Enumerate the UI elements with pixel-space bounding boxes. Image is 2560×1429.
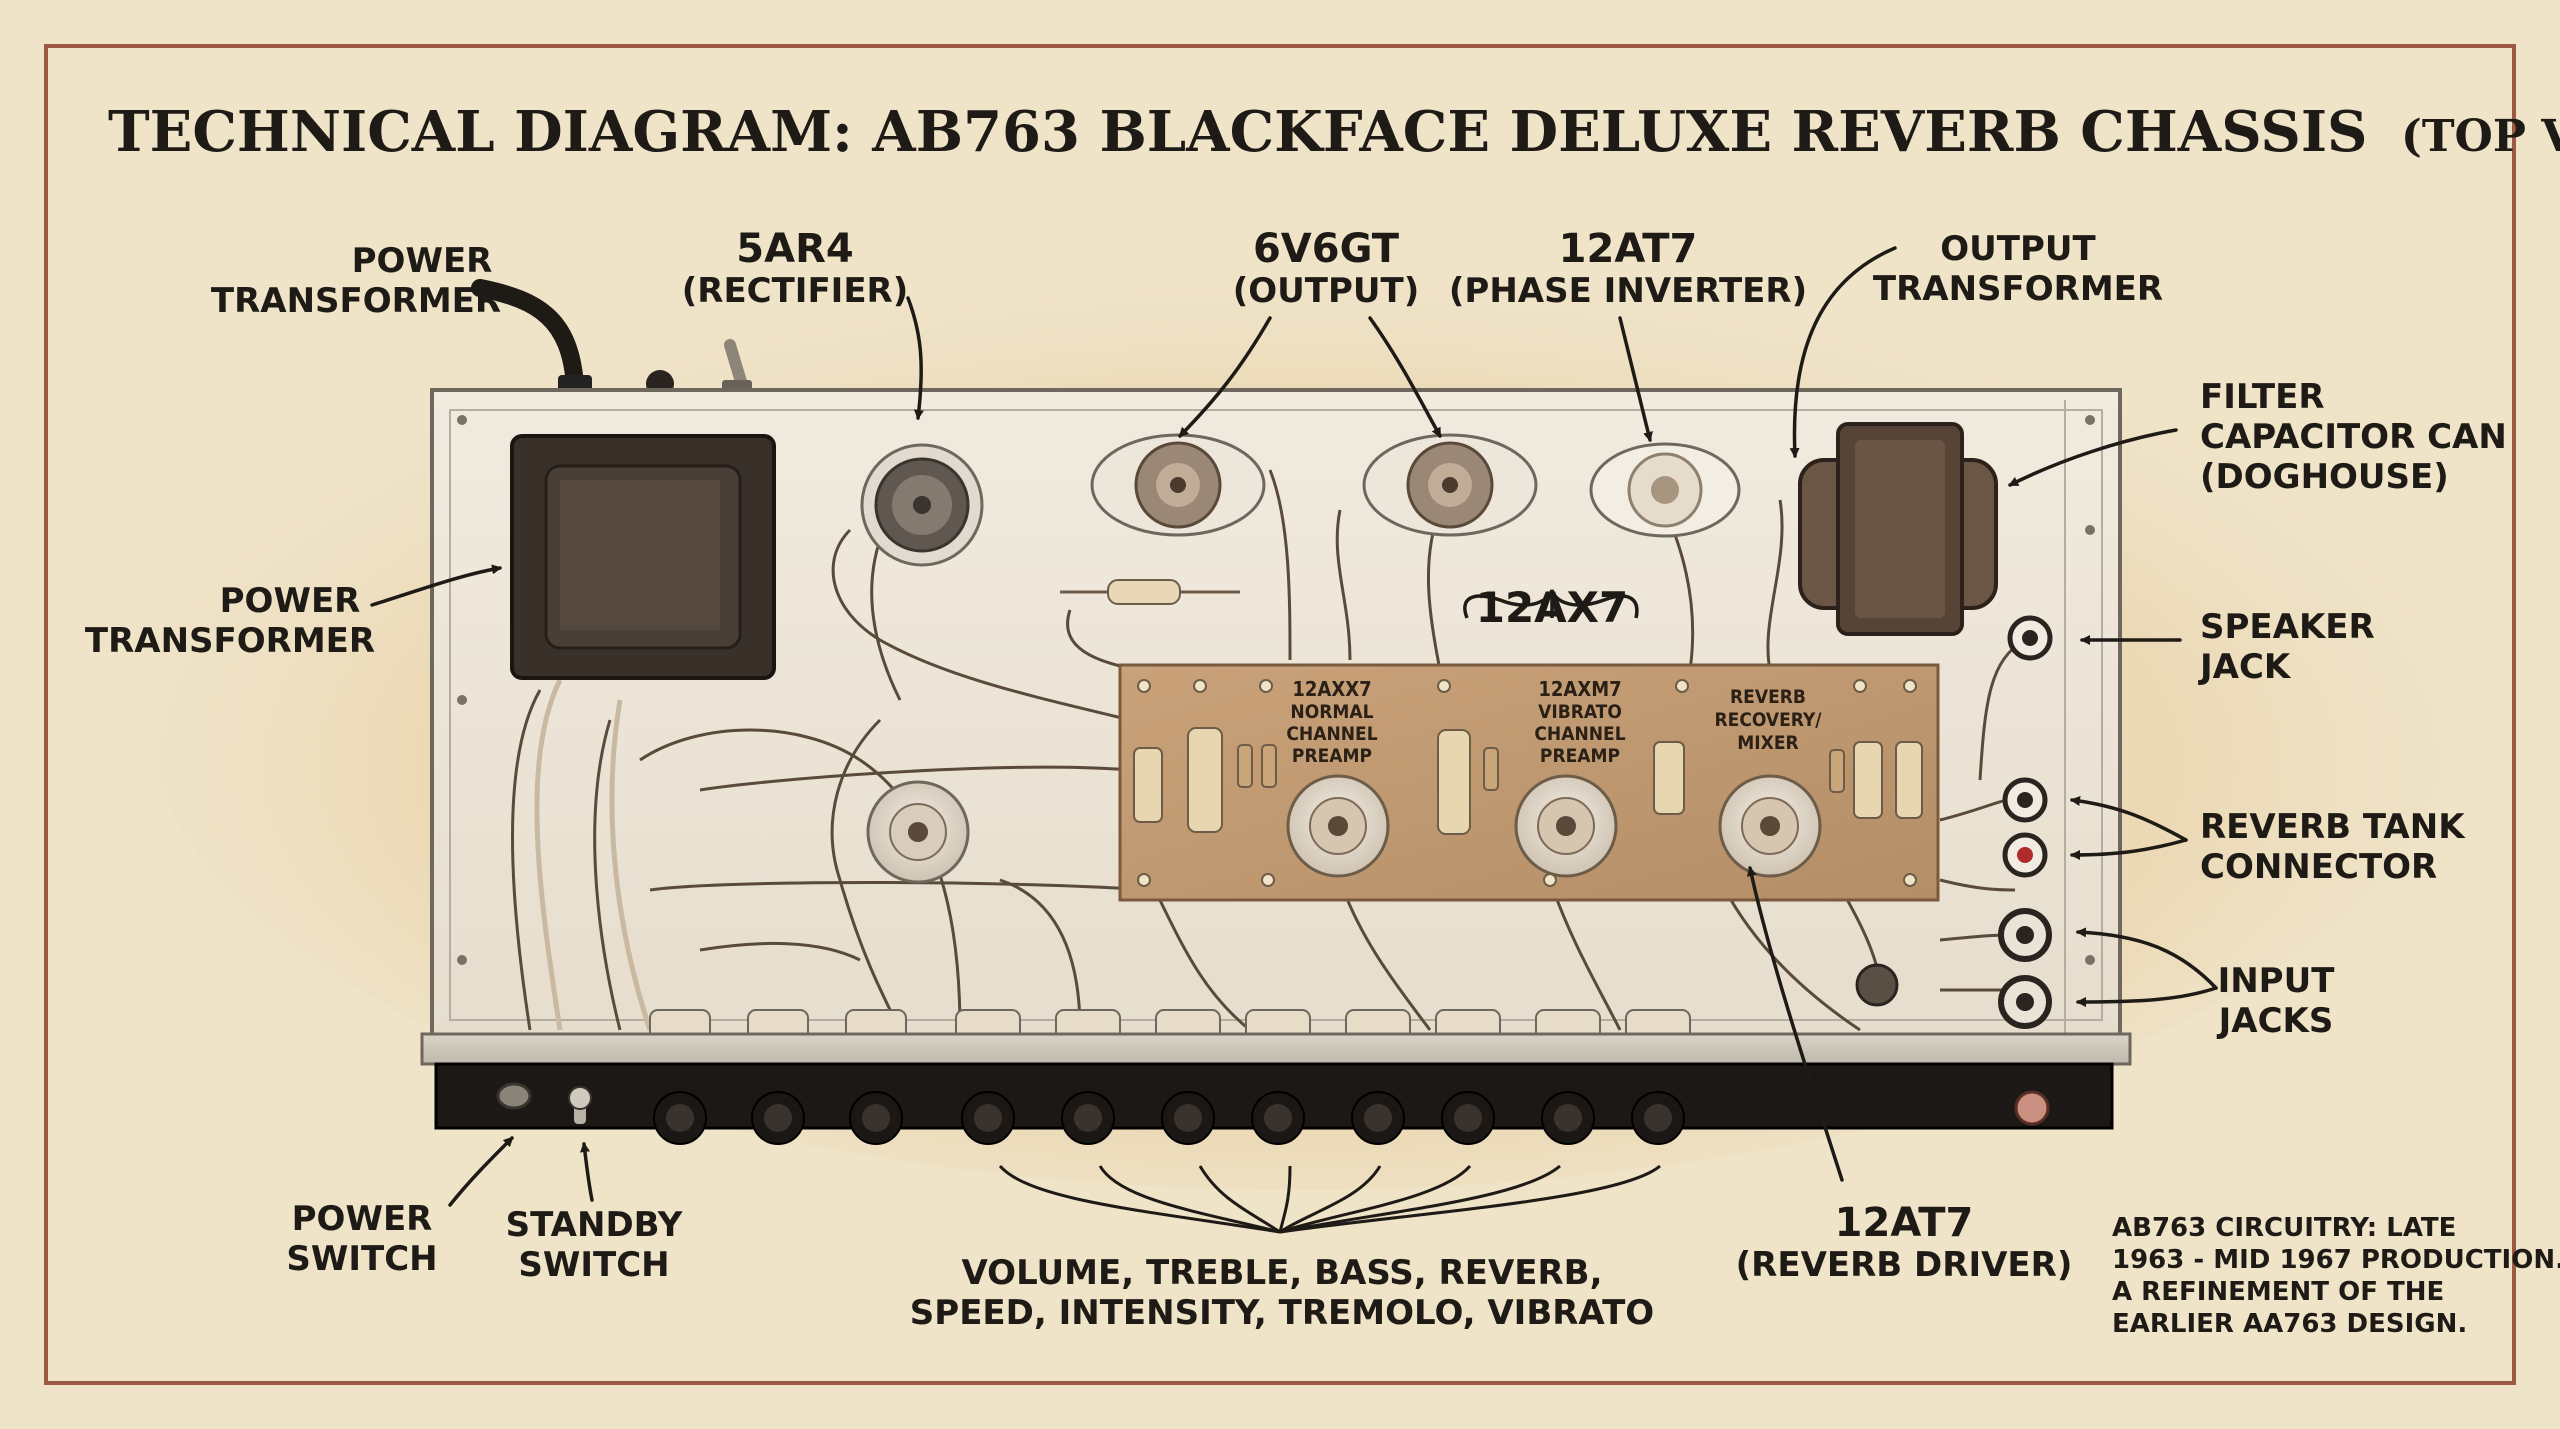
board-label-normal-tube: 12AXX7 (1292, 677, 1371, 701)
knob[interactable] (1541, 1091, 1595, 1145)
label-controls-2: SPEED, INTENSITY, TREMOLO, VIBRATO (910, 1293, 1654, 1333)
phase-inverter-tube-socket (1589, 442, 1741, 538)
screw (2085, 525, 2095, 535)
screw (2085, 415, 2095, 425)
board-label-recovery: RECOVERY/ (1714, 709, 1822, 731)
power-cord (471, 279, 584, 394)
ground-switch (724, 339, 748, 391)
label-rectifier: (RECTIFIER) (682, 271, 909, 311)
output-tube-socket-2 (1362, 433, 1538, 537)
reverb-out-jack (2002, 777, 2048, 823)
knob[interactable] (1251, 1091, 1305, 1145)
screw (2085, 955, 2095, 965)
label-reverb-tank-1: REVERB TANK (2200, 807, 2466, 847)
label-speaker-jack-2: JACK (2198, 647, 2292, 687)
label-phase-inverter: (PHASE INVERTER) (1449, 271, 1807, 311)
knob[interactable] (1441, 1091, 1495, 1145)
screw (457, 415, 467, 425)
board-label-preamp: PREAMP (1292, 745, 1372, 767)
reverb-driver-tube-socket (866, 780, 970, 884)
footnote-line-1: AB763 CIRCUITRY: LATE (2112, 1213, 2456, 1243)
board-label-vibrato-tube: 12AXM7 (1538, 677, 1621, 701)
footnote-line-3: A REFINEMENT OF THE (2112, 1277, 2444, 1307)
power-transformer (510, 434, 776, 680)
pilot-light (2014, 1090, 2050, 1126)
knob[interactable] (1061, 1091, 1115, 1145)
footnote-line-2: 1963 - MID 1967 PRODUCTION. (2112, 1245, 2560, 1275)
label-power-transformer-left-2: TRANSFORMER (85, 621, 375, 661)
normal-preamp-tube-socket (1286, 774, 1390, 878)
knob[interactable] (1631, 1091, 1685, 1145)
rectifier-tube-socket (860, 443, 984, 567)
label-controls-1: VOLUME, TREBLE, BASS, REVERB, (961, 1253, 1602, 1293)
control-knobs (653, 1091, 1685, 1145)
front-panel-lip (420, 1032, 2132, 1066)
label-input-jacks-2: JACKS (2217, 1001, 2334, 1041)
label-power-transformer-top-2: TRANSFORMER (211, 281, 501, 321)
screw (457, 955, 467, 965)
label-input-jacks-1: INPUT (2218, 961, 2336, 1001)
label-preamp-group: 12AX7 (1476, 583, 1629, 632)
vibrato-preamp-tube-socket (1514, 774, 1618, 878)
label-reverb-driver: (REVERB DRIVER) (1736, 1245, 2073, 1285)
label-standby-switch-1: STANDBY (506, 1205, 683, 1245)
label-standby-switch-2: SWITCH (518, 1245, 669, 1285)
label-filter-cap-2: CAPACITOR CAN (2200, 417, 2507, 457)
board-label-channel: CHANNEL (1286, 723, 1377, 745)
board-label-vibrato-channel: CHANNEL (1534, 723, 1625, 745)
label-rectifier-tube: 5AR4 (736, 226, 853, 272)
label-filter-cap-1: FILTER (2200, 377, 2325, 417)
output-transformer (1798, 422, 1998, 636)
knob[interactable] (961, 1091, 1015, 1145)
label-reverb-tank-2: CONNECTOR (2200, 847, 2437, 887)
input-jack-1 (1998, 908, 2052, 962)
label-speaker-jack-1: SPEAKER (2200, 607, 2375, 647)
callout-arrows (370, 246, 2218, 1234)
resistor (1107, 579, 1181, 605)
knob[interactable] (849, 1091, 903, 1145)
label-output-transformer-1: OUTPUT (1940, 229, 2096, 269)
reverb-recovery-tube-socket (1718, 774, 1822, 878)
knob[interactable] (653, 1091, 707, 1145)
label-filter-cap-3: (DOGHOUSE) (2200, 457, 2449, 497)
output-tube-socket-1 (1090, 433, 1266, 537)
footnote-line-4: EARLIER AA763 DESIGN. (2112, 1309, 2467, 1339)
board-label-vibrato: VIBRATO (1538, 701, 1622, 723)
power-switch[interactable] (496, 1082, 532, 1110)
speaker-jack (2007, 615, 2053, 661)
knob[interactable] (751, 1091, 805, 1145)
page-title: TECHNICAL DIAGRAM: AB763 BLACKFACE DELUX… (108, 99, 2560, 165)
label-reverb-driver-tube: 12AT7 (1835, 1200, 1974, 1246)
board-label-normal: NORMAL (1290, 701, 1373, 723)
board-components (1133, 679, 1923, 887)
reverb-in-jack (2002, 832, 2048, 878)
knob[interactable] (1351, 1091, 1405, 1145)
label-phase-inverter-tube: 12AT7 (1559, 226, 1698, 272)
label-power-switch-2: SWITCH (286, 1239, 437, 1279)
label-power-switch-1: POWER (292, 1199, 433, 1239)
label-output-tube: 6V6GT (1253, 226, 1400, 272)
footnote: AB763 CIRCUITRY: LATE 1963 - MID 1967 PR… (2112, 1213, 2560, 1339)
grommet (1855, 963, 1899, 1007)
label-output-transformer-2: TRANSFORMER (1873, 269, 2163, 309)
label-power-transformer-top-1: POWER (352, 241, 493, 281)
input-jack-2 (1998, 975, 2052, 1029)
label-power-transformer-left-1: POWER (220, 581, 361, 621)
label-output: (OUTPUT) (1233, 271, 1420, 311)
board-label-reverb: REVERB (1730, 686, 1806, 708)
board-label-vibrato-preamp: PREAMP (1540, 745, 1620, 767)
board-label-mixer: MIXER (1737, 732, 1798, 754)
standby-switch[interactable] (568, 1086, 592, 1124)
screw (457, 695, 467, 705)
frame-border (44, 44, 2516, 1385)
knob[interactable] (1161, 1091, 1215, 1145)
